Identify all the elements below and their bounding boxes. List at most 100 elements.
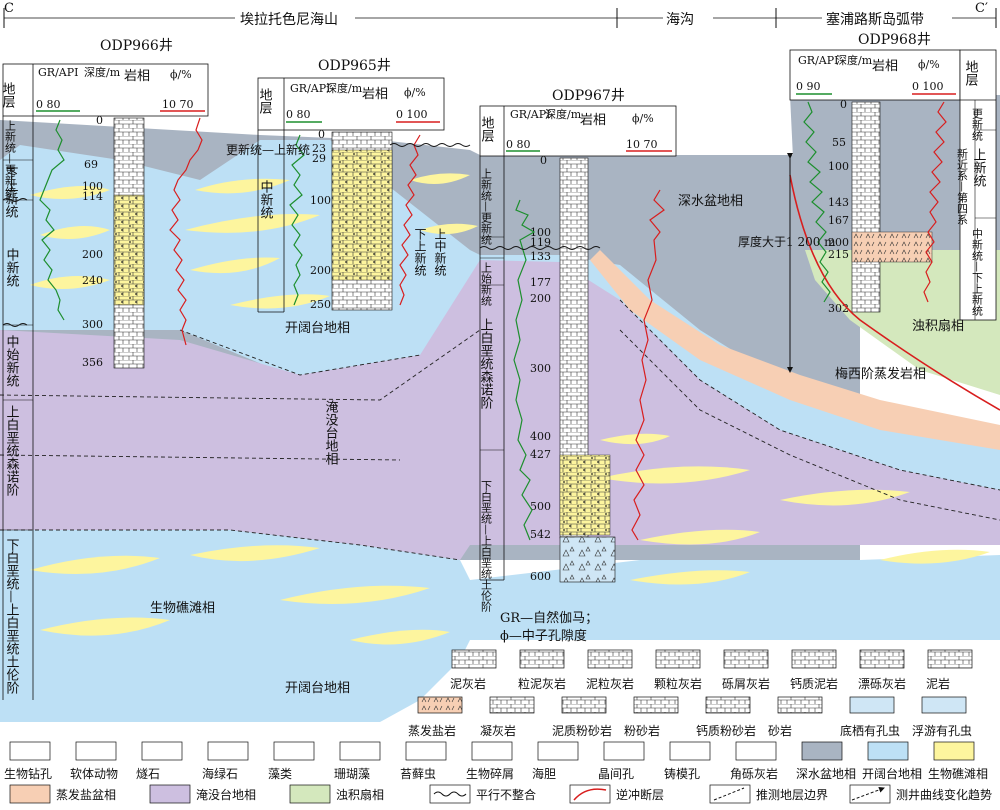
legend-row4-swatch-0 [9, 784, 51, 804]
ann-drowned: 淹没台地相 [323, 400, 339, 465]
w968-depth-2: 100 [828, 160, 849, 173]
legend-row1-label-0: 泥灰岩 [450, 676, 486, 691]
w965-depth-5: 250 [310, 298, 331, 311]
legend-row4-swatch-2 [289, 784, 331, 804]
well-965-name: ODP965井 [318, 58, 391, 74]
w966-h-strata: 地层 [0, 82, 15, 109]
w965-depth-3: 100 [310, 194, 331, 207]
w967-h-phi-range: 10 70 [626, 138, 658, 151]
w965-h-gr-range: 0 80 [286, 108, 311, 121]
legend-row4-swatch-1 [149, 784, 191, 804]
facies-annotations: 更新统—上新统 下上新统 上中新统 深水盆地相 厚度大于1 200 m 梅西阶蒸… [150, 142, 964, 696]
w968-strata-3: 中新统—下上新统 [971, 228, 984, 316]
legend-row3-swatch-8 [537, 741, 579, 761]
ann-ext3: 上中新统 [433, 228, 447, 276]
w968-phi-curve [923, 101, 947, 303]
unconformity-lines [2, 143, 601, 327]
legend-row2-label-0: 蒸发盐岩 [408, 723, 456, 738]
legend-row4-swatch-4 [569, 784, 611, 804]
w967-h-depth: 深度/m [545, 107, 582, 121]
w966-strata-3: 中始新统 [4, 335, 20, 388]
w966-strata-1: 下上新统 [3, 166, 19, 219]
w965-depth-1: 23 [312, 142, 326, 155]
well-966: ODP966井 地层 GR/API 0 80 深度/m 岩相 ϕ/% 10 70… [0, 38, 209, 700]
well-967-name: ODP967井 [552, 88, 625, 104]
w966-depth-2: 100 [82, 180, 103, 193]
region-trench: 海沟 [666, 12, 694, 28]
legend-row4-label-2: 浊积扇相 [336, 787, 384, 802]
w967-h-strata: 地层 [479, 116, 495, 143]
legend-row4-label-1: 淹没台地相 [196, 787, 256, 802]
legend-row3-label-5: 珊瑚藻 [334, 766, 370, 781]
legend-row3-label-11: 角砾灰岩 [730, 766, 778, 781]
ann-messinian: 梅西阶蒸发岩相 [835, 366, 926, 382]
legend-row1-swatch-1 [519, 649, 565, 669]
legend-row3-label-14: 生物礁滩相 [928, 766, 988, 781]
w967-depths: 0 100 119 133 177 200 300 400 427 500 54… [530, 154, 551, 583]
boundary-legend-icon [713, 787, 745, 801]
legend-row1-label-7: 泥岩 [926, 676, 950, 691]
legend-row3-swatch-3 [207, 741, 249, 761]
w968-depth-4: 167 [828, 214, 849, 227]
ann-turbidite: 浊积扇相 [912, 318, 964, 334]
w966-h-litho: 岩相 [124, 69, 150, 84]
legend-row2-swatch-3 [633, 696, 679, 714]
w968-h-phi: ϕ/% [918, 58, 940, 71]
w967-depth-1: 100 [530, 226, 551, 239]
w968-depths: 0 55 100 143 167 200 215 302 [828, 98, 849, 315]
legend-row3-swatch-12 [801, 741, 843, 761]
ann-open-platform1: 开阔台地相 [285, 321, 350, 336]
w967-h-litho: 岩相 [580, 113, 606, 128]
legend-row3-label-6: 苔藓虫 [400, 767, 436, 781]
thrust-fault [789, 174, 1000, 411]
well-965: ODP965井 地层 GR/API 0 80 深度/m 岩相 ϕ/% 0 100… [257, 58, 445, 313]
legend: 泥灰岩粒泥灰岩泥粒灰岩颗粒灰岩砾屑灰岩钙质泥岩漂砾灰岩泥岩蒸发盐岩凝灰岩泥质粉砂… [4, 649, 992, 804]
reef-lenses [30, 173, 990, 645]
w966-strata-5: 下白垩统—上白垩统土伦阶 [4, 538, 20, 695]
region-header: C C′ 埃拉托色尼海山 海沟 塞浦路斯岛弧带 [3, 1, 997, 28]
ann-reef: 生物礁滩相 [150, 600, 215, 616]
w966-h-depth: 深度/m [84, 65, 121, 79]
legend-row3-label-12: 深水盆地相 [796, 767, 856, 781]
w966-depths: 0 69 100 114 200 240 300 356 [82, 114, 103, 369]
w968-depth-3: 143 [828, 196, 849, 209]
w966-depth-1: 69 [84, 158, 98, 171]
legend-row2-swatch-2 [561, 696, 607, 714]
w967-depth-10: 542 [530, 528, 551, 541]
w968-depth-6: 215 [828, 248, 849, 261]
w965-depth-4: 200 [310, 264, 331, 277]
w967-depth-7: 400 [530, 430, 551, 443]
w968-h-gr-range: 0 90 [796, 80, 821, 93]
legend-row1-swatch-4 [723, 649, 769, 669]
w967-depth-4: 177 [530, 276, 551, 289]
legend-row3-swatch-1 [75, 741, 117, 761]
w967-strata-0: 上新统—更新统 [480, 168, 493, 245]
w966-h-gr: GR/API [38, 66, 78, 79]
legend-row3-label-1: 软体动物 [70, 767, 118, 781]
legend-row4-label-0: 蒸发盐盆相 [56, 787, 116, 802]
legend-row2-label-2: 泥质粉砂岩 [552, 723, 612, 738]
legend-row1-label-3: 颗粒灰岩 [654, 676, 702, 691]
corner-left: C [4, 1, 14, 16]
w966-depth-3: 114 [82, 190, 103, 203]
legend-row3-swatch-0 [9, 741, 51, 761]
deep-basin-right [790, 95, 1000, 250]
w968-h-phi-range: 0 100 [912, 80, 944, 93]
ann-open-platform2: 开阔台地相 [285, 681, 350, 696]
legend-row3-label-9: 晶间孔 [598, 767, 634, 781]
legend-row1-label-1: 粒泥灰岩 [518, 676, 566, 691]
thrust-legend-icon [573, 788, 607, 801]
w967-h-gr-range: 0 80 [506, 138, 531, 151]
legend-row3-label-3: 海绿石 [202, 766, 238, 781]
w967-h-phi: ϕ/% [632, 112, 654, 125]
w968-depth-1: 55 [832, 136, 846, 149]
w965-h-depth: 深度/m [326, 81, 363, 95]
ann-ext1: 更新统—上新统 [226, 142, 310, 157]
w965-h-phi-range: 0 100 [396, 108, 428, 121]
w967-gr-curve [513, 199, 536, 541]
legend-row2-swatch-5 [777, 696, 823, 714]
legend-row1-swatch-6 [859, 649, 905, 669]
trend-legend-icon [851, 786, 885, 801]
w967-depth-6: 300 [530, 362, 551, 375]
